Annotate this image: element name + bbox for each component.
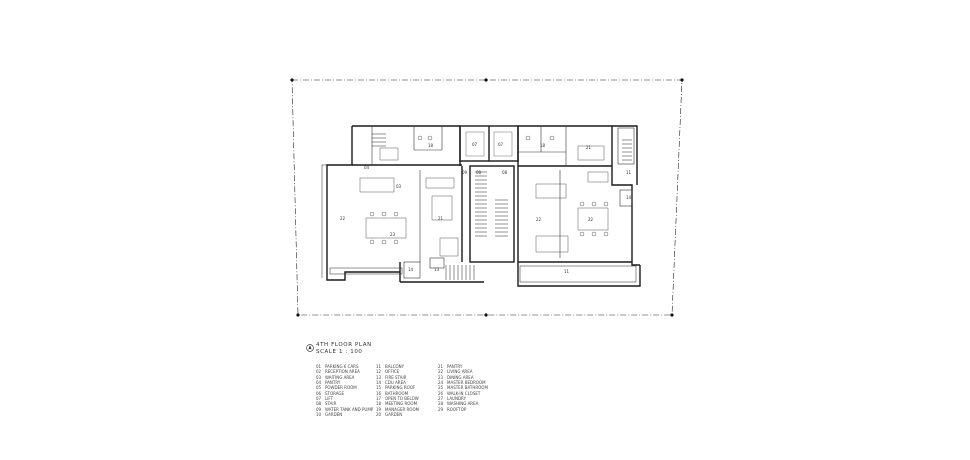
site-boundary	[291, 79, 683, 316]
room-label: 09	[462, 170, 468, 175]
room-label: 21	[438, 216, 444, 221]
partitions	[371, 126, 635, 279]
railings	[321, 164, 637, 283]
room-label: 03	[396, 184, 402, 189]
plan-scale: SCALE 1 : 100	[316, 348, 363, 355]
plan-title-block: 4TH FLOOR PLAN SCALE 1 : 100	[306, 342, 506, 362]
room-label: 13	[434, 267, 440, 272]
room-label: 07	[498, 142, 504, 147]
room-label: 18	[540, 143, 546, 148]
room-label: 14	[408, 267, 414, 272]
furniture-left	[359, 135, 459, 257]
room-label: 07	[472, 142, 478, 147]
room-labels: 18 07 07 18 04 21 09 08 08 03 14 22 21 2…	[340, 142, 632, 274]
room-label: 11	[564, 269, 570, 274]
lift-marks	[465, 131, 513, 157]
room-label: 22	[536, 217, 542, 222]
walls	[326, 125, 641, 287]
plan-title: 4TH FLOOR PLAN	[316, 342, 372, 348]
room-label: 21	[586, 145, 592, 150]
room-label: 08	[476, 170, 482, 175]
room-label: 08	[502, 170, 508, 175]
stair-treads	[372, 133, 632, 280]
room-label: 23	[390, 232, 396, 237]
furniture-right	[525, 135, 609, 253]
room-label: 22	[588, 217, 594, 222]
room-label: 18	[428, 143, 434, 148]
room-label: 04	[364, 165, 370, 170]
room-label: 14	[626, 195, 632, 200]
north-arrow-icon	[306, 344, 314, 352]
boundary-markers	[290, 78, 684, 317]
room-label: 11	[626, 170, 632, 175]
room-label: 22	[340, 216, 346, 221]
